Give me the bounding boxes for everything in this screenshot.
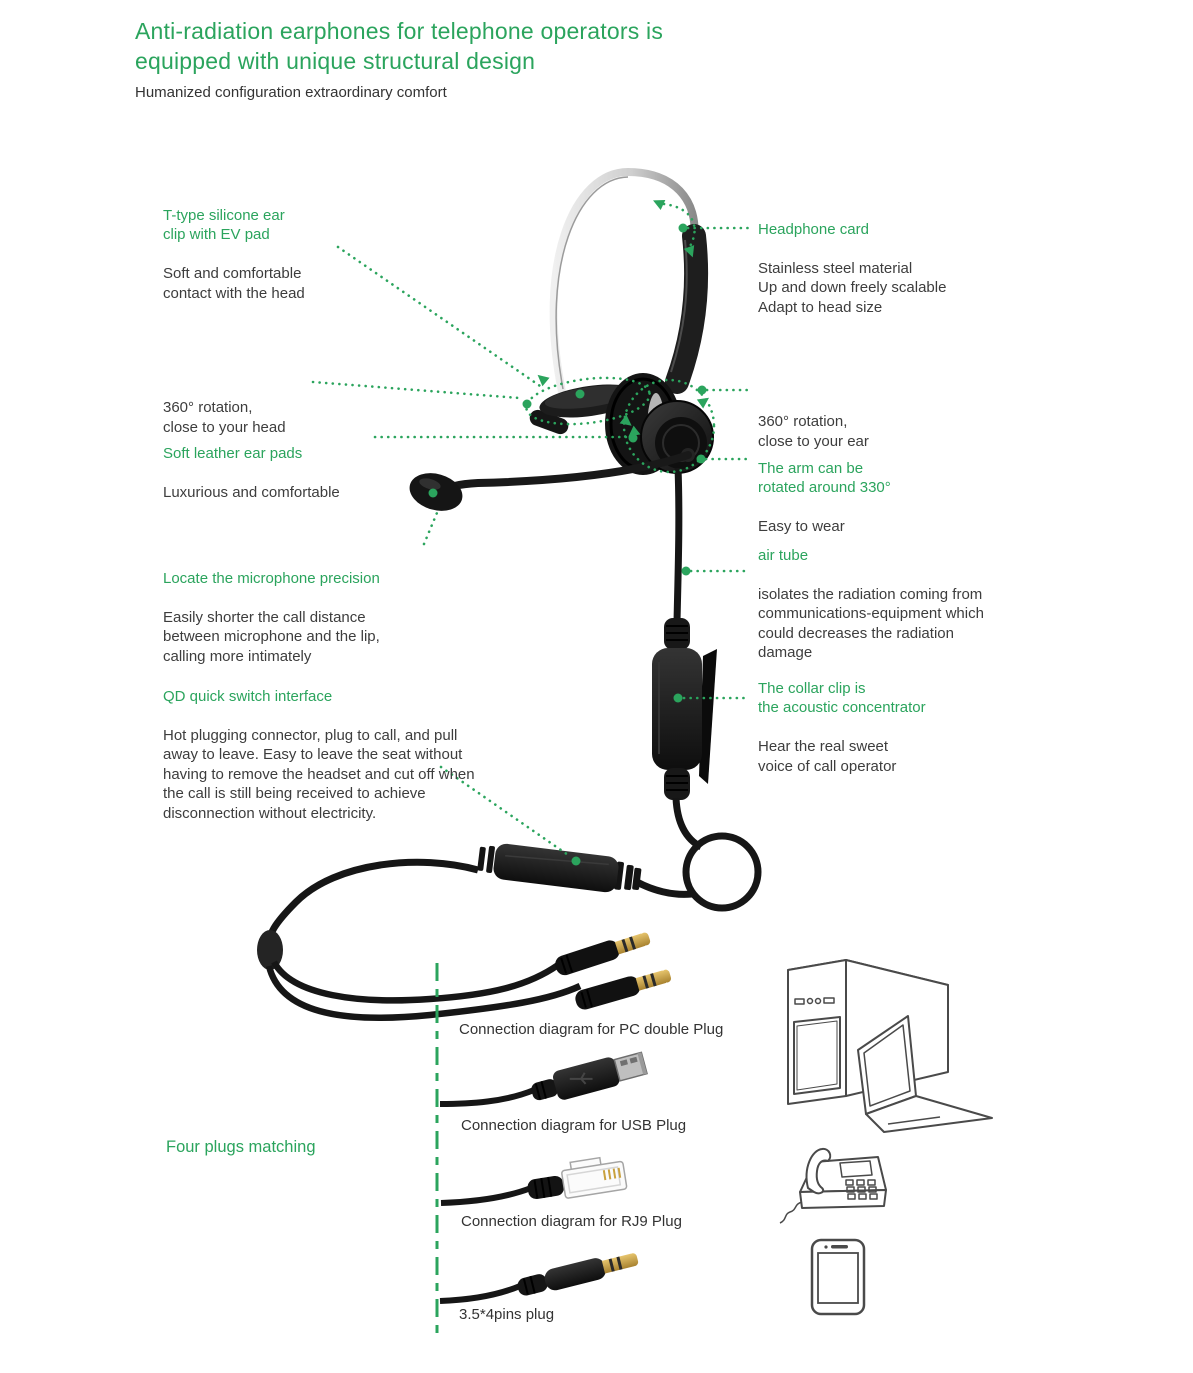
headband <box>549 167 709 396</box>
callout-body: Easily shorter the call distance between… <box>163 608 380 665</box>
callout-t-type-ear-clip: T-type silicone ear clip with EV pad Sof… <box>163 186 305 323</box>
callout-title: air tube <box>758 546 809 564</box>
callout-soft-leather-ear-pads: Soft leather ear pads Luxurious and comf… <box>163 424 340 522</box>
callout-body: Luxurious and comfortable <box>163 483 340 501</box>
audio-plug-3-5mm <box>439 1253 639 1304</box>
cable-loop <box>635 832 762 912</box>
audio-plug-a <box>555 932 651 976</box>
qd-connector <box>477 843 642 893</box>
cable-splitter <box>257 930 283 970</box>
rj9-plug <box>440 1156 628 1206</box>
label-3-5-4pins-plug: 3.5*4pins plug <box>459 1306 555 1323</box>
callout-title: T-type silicone ear clip with EV pad <box>163 206 285 244</box>
callout-body: Easy to wear <box>758 518 845 535</box>
four-plugs-heading: Four plugs matching <box>166 1138 316 1156</box>
callout-body: Stainless steel material Up and down fre… <box>758 259 947 316</box>
callout-air-tube: air tube isolates the radiation coming f… <box>758 526 984 682</box>
desk-telephone-icon <box>779 1147 887 1224</box>
callout-microphone-precision: Locate the microphone precision Easily s… <box>163 549 380 686</box>
label-pc-double-plug: Connection diagram for PC double Plug <box>459 1021 724 1038</box>
callout-body: 360° rotation, close to your ear <box>758 413 869 450</box>
smartphone-icon <box>810 1238 866 1316</box>
callout-360-rotation-ear: 360° rotation, close to your ear <box>758 373 869 471</box>
leader-lines <box>311 202 751 859</box>
pc-tower-and-laptop-icon <box>787 959 993 1133</box>
callout-360-rotation-head: 360° rotation, close to your head <box>163 359 286 457</box>
callout-title: QD quick switch interface <box>163 687 333 705</box>
callout-title: Locate the microphone precision <box>163 569 380 587</box>
callout-arm-rotation: The arm can be rotated around 330° Easy … <box>758 439 891 556</box>
callout-qd-quick-switch: QD quick switch interface Hot plugging c… <box>163 667 475 843</box>
callout-title: The arm can be rotated around 330° <box>758 459 891 497</box>
label-rj9-plug: Connection diagram for RJ9 Plug <box>461 1213 682 1230</box>
usb-plug <box>439 1051 648 1107</box>
callout-body: 360° rotation, close to your head <box>163 399 286 436</box>
callout-title: The collar clip is the acoustic concentr… <box>758 679 926 717</box>
callout-title: Headphone card <box>758 220 869 238</box>
callout-title: Soft leather ear pads <box>163 444 303 462</box>
collar-clip <box>699 649 717 784</box>
inline-control-body <box>652 648 702 770</box>
page-title: Anti-radiation earphones for telephone o… <box>135 18 664 74</box>
callout-body: Hear the real sweet voice of call operat… <box>758 738 897 775</box>
pc-double-plug <box>257 858 672 1022</box>
audio-plug-b <box>575 969 672 1010</box>
callout-body: isolates the radiation coming from commu… <box>758 585 984 662</box>
label-usb-plug: Connection diagram for USB Plug <box>461 1117 687 1134</box>
callout-headphone-card: Headphone card Stainless steel material … <box>758 200 946 337</box>
annotation-arrows-and-dots <box>428 200 710 866</box>
callout-body: Hot plugging connector, plug to call, an… <box>163 726 475 822</box>
page-subtitle: Humanized configuration extraordinary co… <box>135 84 447 101</box>
callout-collar-clip: The collar clip is the acoustic concentr… <box>758 659 926 796</box>
callout-body: Soft and comfortable contact with the he… <box>163 265 305 302</box>
cable-and-inline-control <box>652 467 717 851</box>
